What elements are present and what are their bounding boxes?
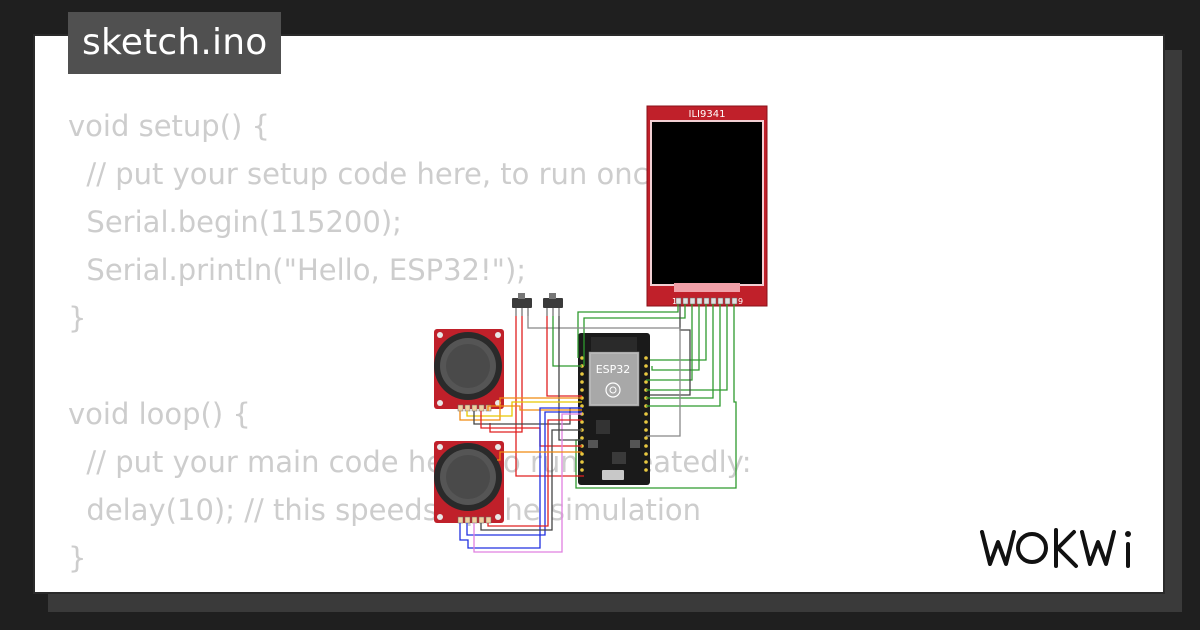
code-line: } — [68, 301, 87, 335]
esp32-label: ESP32 — [596, 363, 631, 376]
file-tab[interactable]: sketch.ino — [68, 12, 282, 74]
display-header-pins — [675, 297, 738, 305]
code-line: Serial.println("Hello, ESP32!"); — [68, 253, 527, 287]
ili9341-display[interactable]: ILI9341 1 9 — [646, 105, 768, 307]
usb-port — [602, 470, 624, 480]
joystick-2[interactable] — [434, 441, 504, 524]
display-pin-last-label: 9 — [738, 297, 743, 306]
code-line: } — [68, 541, 87, 575]
code-line: void setup() { — [68, 109, 270, 143]
wokwi-logo — [978, 522, 1148, 578]
joystick-1[interactable] — [434, 329, 504, 412]
slide-switch-1[interactable] — [512, 293, 532, 316]
slide-switch-2[interactable] — [543, 293, 563, 316]
display-label: ILI9341 — [689, 109, 726, 120]
wokwi-logo-graphic — [980, 528, 1131, 568]
display-pin-first-label: 1 — [672, 297, 677, 306]
esp32-board[interactable]: ESP32 — [578, 333, 650, 485]
code-line: // put your setup code here, to run once… — [68, 157, 677, 191]
wires — [459, 304, 737, 553]
code-line: void loop() { — [68, 397, 251, 431]
display-screen — [652, 122, 762, 284]
preview-card — [33, 34, 1165, 594]
file-tab-label: sketch.ino — [82, 22, 268, 63]
code-line: Serial.begin(115200); — [68, 205, 402, 239]
